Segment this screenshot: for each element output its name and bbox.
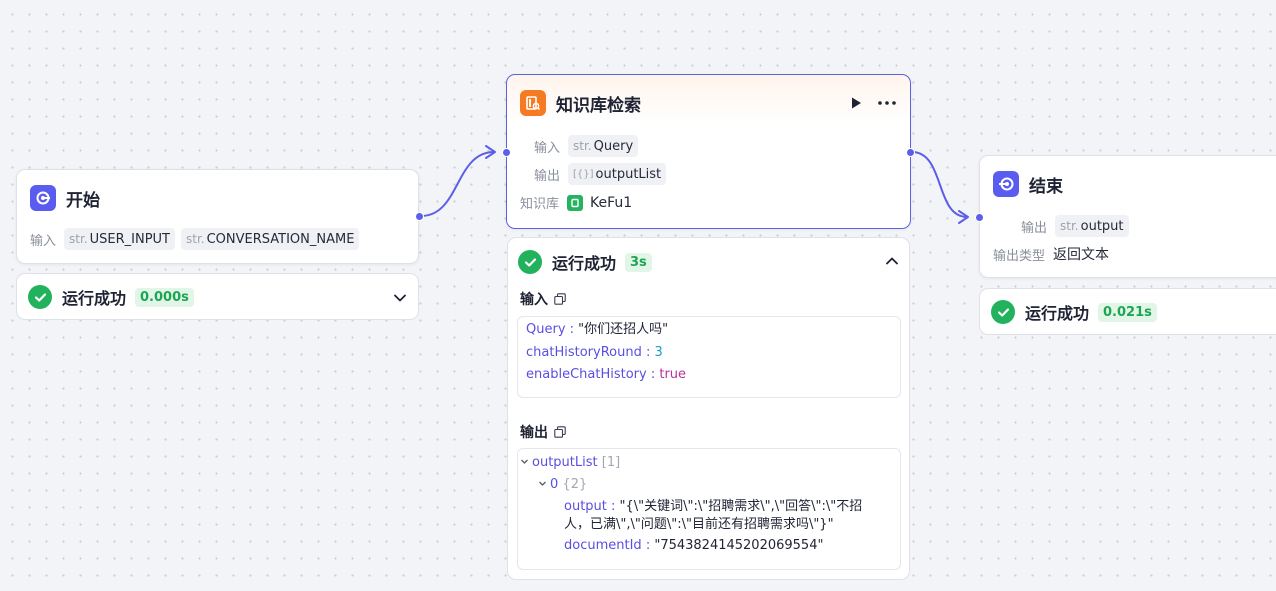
chevron-down-icon[interactable] bbox=[393, 291, 407, 305]
copy-icon[interactable] bbox=[554, 426, 566, 438]
detail-output-json: outputList [1] 0 {2} output : "{\"关键词\":… bbox=[517, 448, 901, 570]
end-icon bbox=[993, 171, 1019, 197]
copy-icon[interactable] bbox=[554, 293, 566, 305]
play-icon[interactable] bbox=[849, 96, 863, 110]
end-output-tag: str.output bbox=[1055, 215, 1129, 237]
dataset-icon bbox=[567, 194, 584, 211]
status-text: 运行成功 bbox=[1025, 304, 1090, 323]
start-input-label: 输入 bbox=[30, 233, 57, 249]
edge-kb-to-end bbox=[911, 151, 968, 218]
kb-output-tag: [{}]outputList bbox=[568, 163, 667, 185]
expand-caret-icon bbox=[538, 474, 550, 496]
start-status-panel[interactable]: 运行成功 0.000s bbox=[16, 273, 419, 320]
status-text: 运行成功 bbox=[62, 289, 127, 308]
end-input-handle[interactable] bbox=[975, 213, 984, 222]
end-output-type-value: 返回文本 bbox=[1053, 247, 1110, 263]
duration-badge: 0.021s bbox=[1098, 302, 1157, 322]
edge-start-to-kb bbox=[420, 151, 495, 217]
expand-caret-icon bbox=[520, 452, 532, 474]
edge-arrow-kb bbox=[485, 145, 496, 159]
success-check-icon bbox=[28, 285, 52, 309]
chevron-up-icon[interactable] bbox=[885, 254, 899, 268]
success-check-icon bbox=[991, 300, 1015, 324]
kb-output-label: 输出 bbox=[534, 168, 561, 184]
json-document-id-field: documentId : "7543824145202069554" bbox=[564, 538, 824, 553]
start-input-tag: str.USER_INPUT bbox=[64, 228, 175, 250]
kb-node[interactable]: 知识库检索 输入 str.Query 输出 [{}]outputList 知识库… bbox=[506, 74, 911, 229]
json-line: chatHistoryRound : 3 bbox=[526, 344, 663, 360]
start-node[interactable]: 开始 输入 str.USER_INPUT str.CONVERSATION_NA… bbox=[16, 169, 419, 264]
duration-badge: 3s bbox=[625, 252, 652, 272]
start-input-tag: str.CONVERSATION_NAME bbox=[181, 228, 360, 250]
detail-output-title: 输出 bbox=[520, 422, 566, 442]
kb-status-panel[interactable]: 运行成功 3s 输入 Query : "你们还招人吗" chatHistoryR… bbox=[507, 237, 910, 580]
start-icon bbox=[30, 185, 56, 211]
knowledge-base-icon bbox=[520, 90, 546, 116]
detail-input-title: 输入 bbox=[520, 289, 566, 309]
start-node-title: 开始 bbox=[66, 190, 100, 211]
detail-input-json: Query : "你们还招人吗" chatHistoryRound : 3 en… bbox=[517, 316, 901, 398]
json-tree-root[interactable]: outputList [1] bbox=[520, 452, 898, 474]
end-node[interactable]: 结束 输出 str.output 输出类型 返回文本 bbox=[979, 155, 1276, 278]
more-icon[interactable] bbox=[877, 100, 897, 106]
kb-input-tag: str.Query bbox=[568, 135, 639, 157]
kb-output-handle[interactable] bbox=[906, 148, 915, 157]
status-text: 运行成功 bbox=[552, 254, 617, 273]
start-output-handle[interactable] bbox=[415, 212, 424, 221]
end-status-panel[interactable]: 运行成功 0.021s bbox=[979, 288, 1276, 335]
json-line: Query : "你们还招人吗" bbox=[526, 322, 669, 337]
end-output-label: 输出 bbox=[1021, 220, 1048, 236]
end-node-title: 结束 bbox=[1029, 176, 1063, 197]
json-tree-item[interactable]: 0 {2} bbox=[520, 474, 898, 496]
end-output-type-label: 输出类型 bbox=[993, 248, 1046, 264]
json-line: enableChatHistory : true bbox=[526, 367, 687, 382]
edge-arrow-end bbox=[958, 210, 969, 224]
json-output-field: output : "{\"关键词\":\"招聘需求\",\"回答\":\"不招 … bbox=[564, 499, 863, 532]
kb-input-handle[interactable] bbox=[502, 148, 511, 157]
kb-name-label: 知识库 bbox=[520, 197, 560, 212]
kb-name-value: KeFu1 bbox=[590, 194, 633, 211]
kb-input-label: 输入 bbox=[534, 140, 561, 156]
duration-badge: 0.000s bbox=[135, 287, 194, 307]
success-check-icon bbox=[518, 250, 542, 274]
kb-node-title: 知识库检索 bbox=[556, 95, 641, 116]
